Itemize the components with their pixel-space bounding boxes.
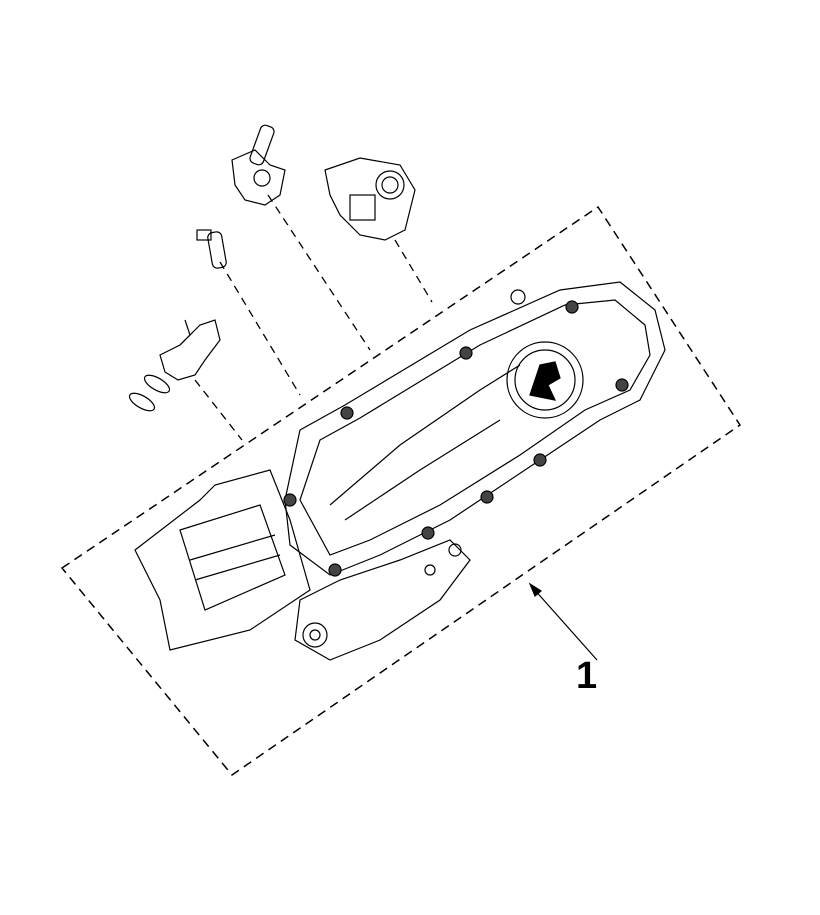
callout-arrow <box>528 582 598 661</box>
water-pump-part <box>231 124 286 206</box>
part-leader-lines <box>194 194 433 441</box>
callout-label-1: 1 <box>576 655 598 697</box>
throttle-body-part <box>324 157 416 241</box>
assembly-boundary <box>60 205 742 777</box>
engine-cover <box>283 281 666 577</box>
injector-part <box>196 229 227 269</box>
cylinder-block <box>134 469 471 661</box>
intake-manifold-part <box>128 319 221 412</box>
